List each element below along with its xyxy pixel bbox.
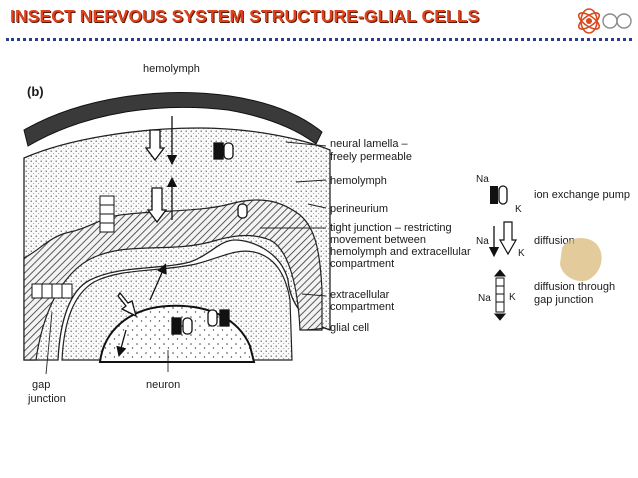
legend-pump: Na K ion exchange pump bbox=[476, 174, 630, 215]
label-neural-lamella-2: freely permeable bbox=[330, 151, 412, 163]
label-tight-junction-3: hemolymph and extracellular bbox=[330, 246, 471, 258]
legend-gap-label-1: diffusion through bbox=[534, 281, 615, 293]
legend-diffusion: Na K diffusion bbox=[476, 221, 575, 259]
label-neural-lamella-1: neural lamella – bbox=[330, 138, 409, 150]
label-extracellular-2: compartment bbox=[330, 301, 394, 313]
panel-label: (b) bbox=[27, 84, 44, 99]
label-glial-cell: glial cell bbox=[330, 322, 369, 334]
legend-pump-k: K bbox=[515, 204, 522, 215]
label-gap-junction-2: junction bbox=[27, 393, 66, 405]
label-neuron: neuron bbox=[146, 379, 180, 391]
legend-gap-junction-icon bbox=[493, 269, 507, 321]
label-perineurium: perineurium bbox=[330, 203, 388, 215]
label-extracellular-1: extracellular bbox=[330, 289, 390, 301]
title-divider bbox=[6, 38, 632, 41]
label-tight-junction-2: movement between bbox=[330, 234, 426, 246]
leader-lines bbox=[45, 141, 327, 375]
ion-pumps bbox=[171, 142, 248, 335]
slide-title: INSECT NERVOUS SYSTEM STRUCTURE-GLIAL CE… bbox=[10, 6, 480, 26]
legend-pump-label: ion exchange pump bbox=[534, 189, 630, 201]
label-gap-junction-1: gap bbox=[32, 379, 50, 391]
legend-diffusion-label: diffusion bbox=[534, 235, 575, 247]
label-hemolymph: hemolymph bbox=[330, 175, 387, 187]
legend-gap-na: Na bbox=[478, 293, 491, 304]
label-tight-junction-1: tight junction – restricting bbox=[330, 222, 452, 234]
neural-lamella bbox=[23, 92, 323, 147]
legend-gap-k: K bbox=[509, 292, 516, 303]
legend-pump-na: Na bbox=[476, 174, 489, 185]
gap-junctions bbox=[31, 195, 115, 299]
legend-pump-icon bbox=[490, 186, 498, 204]
diffusion-arrows bbox=[116, 116, 178, 358]
glial-band bbox=[23, 199, 323, 361]
legend-diffusion-na: Na bbox=[476, 236, 489, 247]
legend-gap: Na K diffusion through gap junction bbox=[478, 269, 615, 321]
neuron-logo-icon bbox=[577, 8, 632, 34]
legend-gap-label-2: gap junction bbox=[534, 294, 593, 306]
label-tight-junction-4: compartment bbox=[330, 258, 394, 270]
legend-diffusion-k: K bbox=[518, 248, 525, 259]
stain-mark bbox=[560, 237, 602, 282]
label-hemolymph-top: hemolymph bbox=[143, 63, 200, 75]
